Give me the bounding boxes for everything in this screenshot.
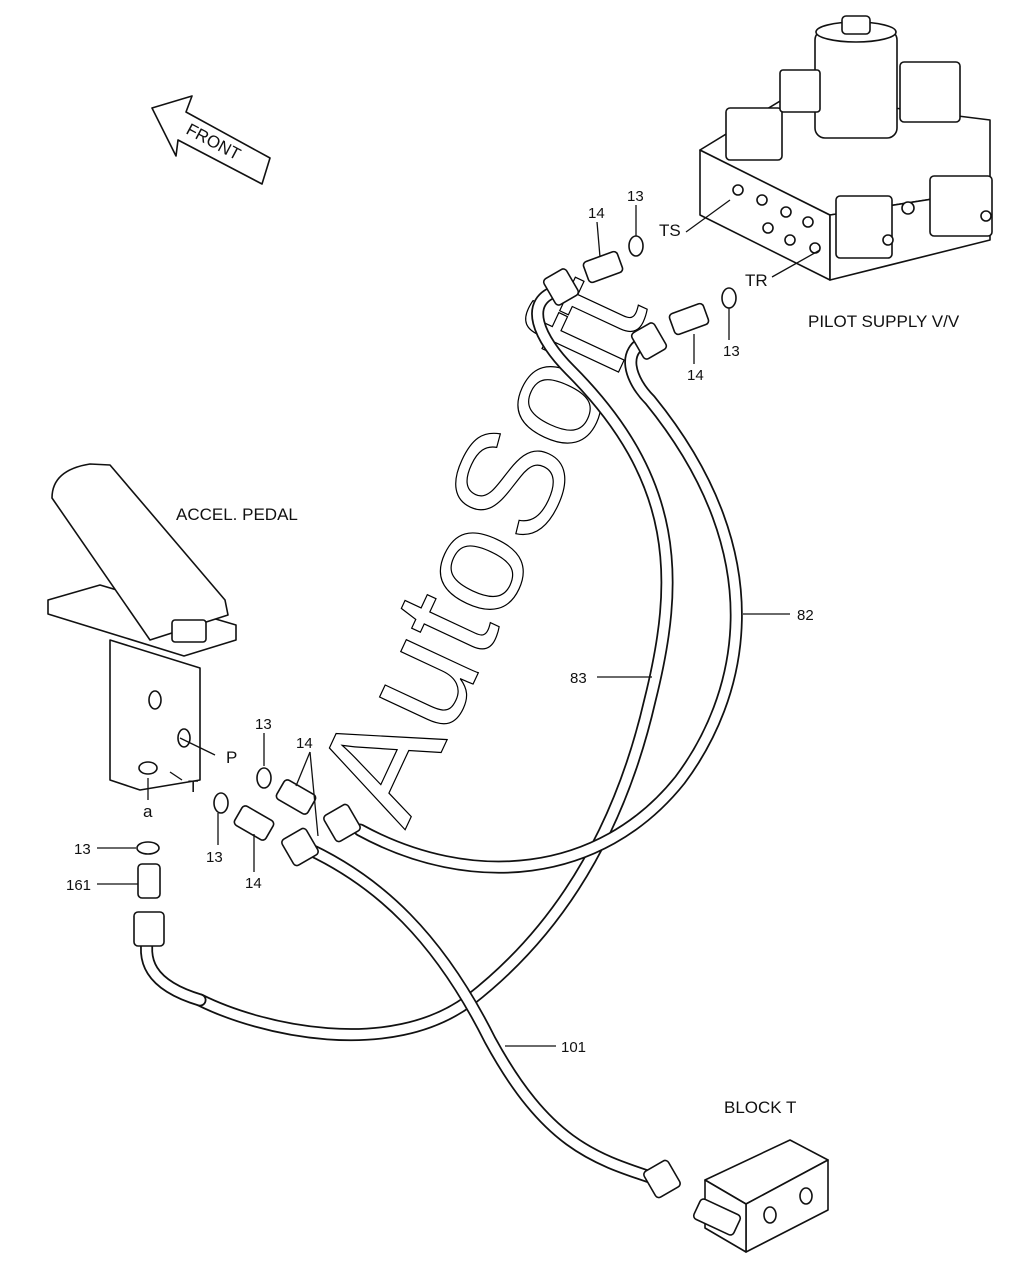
front-arrow: FRONT: [151, 95, 271, 185]
adapter-tr: [668, 302, 710, 336]
port-tr-label: TR: [745, 271, 768, 290]
port-ts-label: TS: [659, 221, 681, 240]
hose-101: [293, 838, 672, 1189]
callout-14-t: 14: [245, 875, 262, 892]
accel-pedal-label: ACCEL. PEDAL: [176, 505, 298, 524]
callout-14-ts: 14: [588, 205, 605, 222]
port-p-label: P: [226, 748, 237, 767]
port-a-label: a: [143, 802, 153, 821]
pilot-supply-valve-label: PILOT SUPPLY V/V: [808, 312, 960, 331]
callout-13-ts: 13: [627, 188, 644, 205]
callout-13-a: 13: [74, 841, 91, 858]
callout-13-tr: 13: [723, 343, 740, 360]
callout-14-tr: 14: [687, 367, 704, 384]
watermark: AutoSoft: [282, 251, 677, 843]
callout-14-p: 14: [296, 735, 313, 752]
accel-pedal: [47, 463, 237, 791]
pilot-supply-valve: [699, 15, 993, 281]
block-t: [692, 1139, 829, 1253]
adapter-ts: [582, 250, 624, 284]
port-t-label: T: [188, 777, 198, 796]
oring-ts: [628, 235, 644, 257]
block-t-label: BLOCK T: [724, 1098, 796, 1117]
callout-82: 82: [797, 607, 814, 624]
hose-83: [193, 283, 674, 1042]
callout-13-p: 13: [255, 716, 272, 733]
hose-82: [353, 333, 743, 874]
callout-161: 161: [66, 877, 91, 894]
oring-tr: [721, 287, 737, 309]
callout-13-t: 13: [206, 849, 223, 866]
callout-83: 83: [570, 670, 587, 687]
callout-101: 101: [561, 1039, 586, 1056]
